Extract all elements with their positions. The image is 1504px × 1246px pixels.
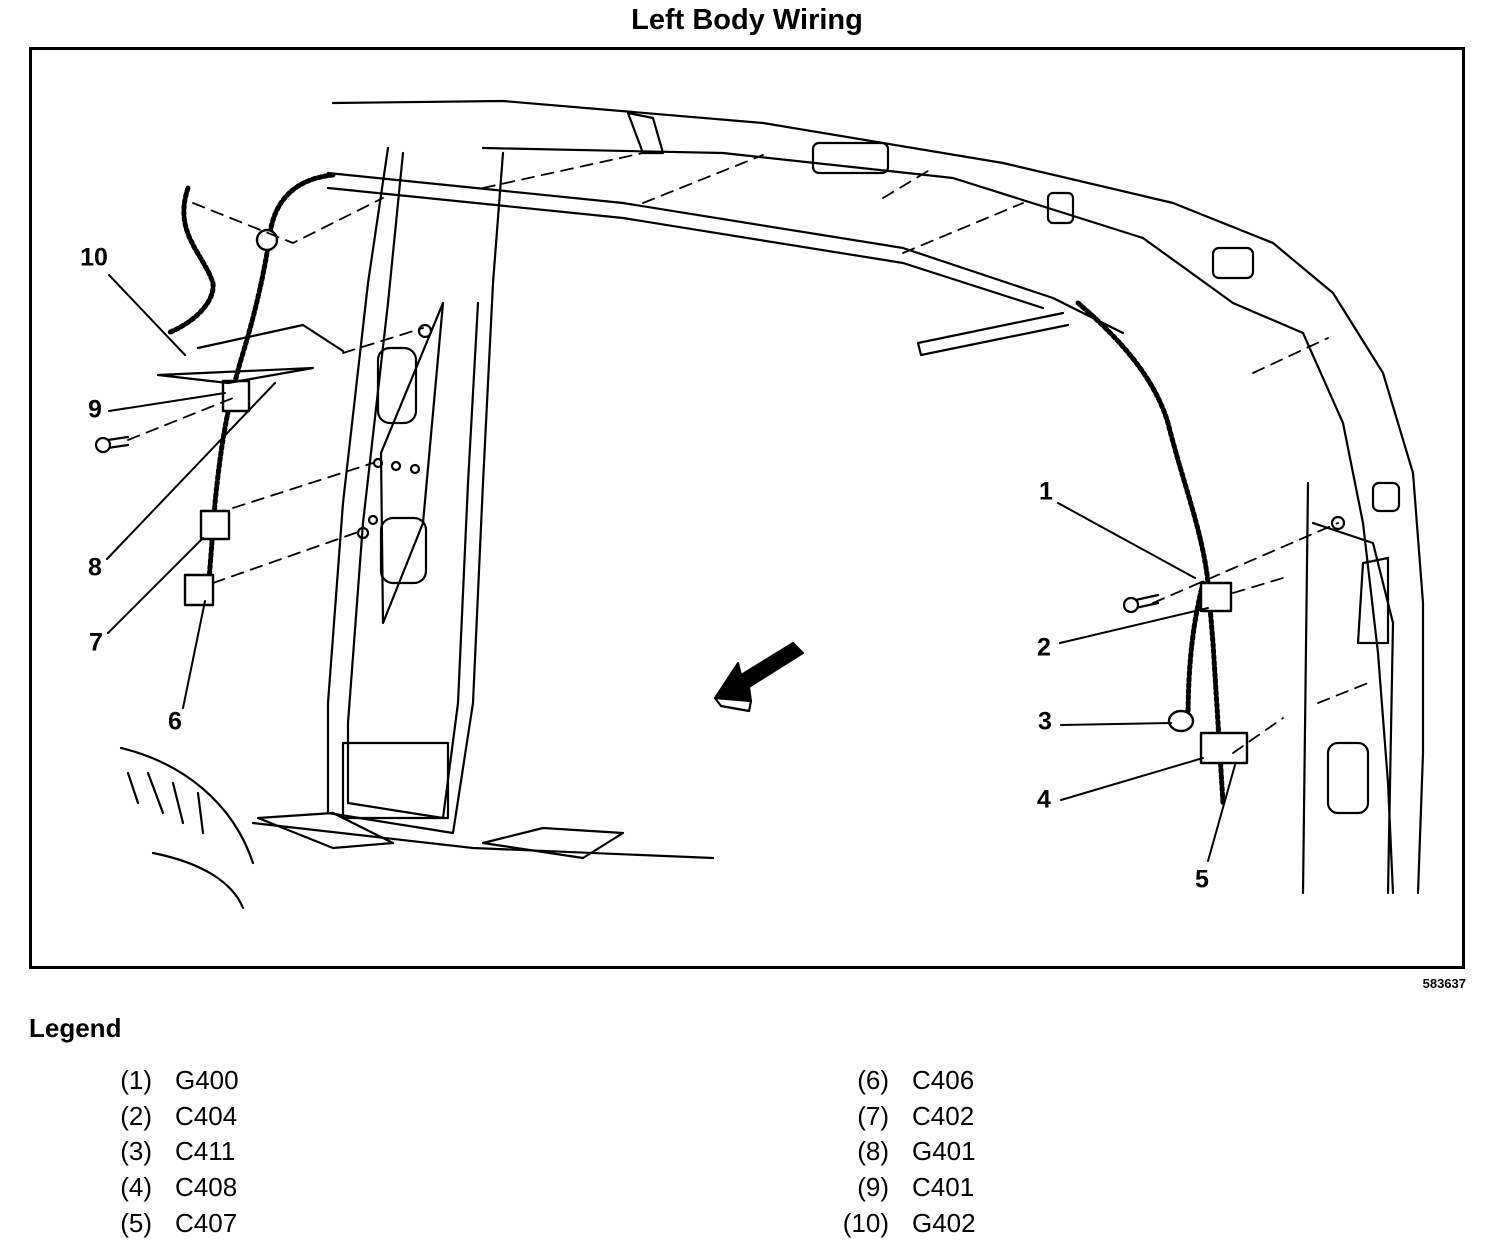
legend-item: (6) C406: [832, 1063, 976, 1099]
callout-1: 1: [1039, 477, 1053, 506]
legend-item: (10) G402: [832, 1206, 976, 1242]
figure-id: 583637: [1422, 976, 1466, 991]
legend-item-number: (8): [857, 1136, 889, 1167]
legend-item: (4) C408: [95, 1170, 239, 1206]
callout-7: 7: [89, 628, 103, 657]
rear-panel: [1301, 481, 1395, 895]
legend-item-code: C402: [912, 1100, 975, 1131]
callout-2: 2: [1037, 633, 1051, 662]
legend-item: (8) G401: [832, 1134, 976, 1170]
legend-item-number: (10): [842, 1207, 889, 1238]
b-pillar-outer: [326, 146, 505, 835]
legend-item-number: (5): [120, 1207, 152, 1238]
dome-lamp-tube: [916, 311, 1070, 357]
rear-slot: [1326, 741, 1370, 815]
pillar-slot-lower: [379, 516, 428, 585]
callout-5: 5: [1195, 865, 1209, 894]
legend-item-number: (9): [857, 1172, 889, 1203]
legend-item-code: G402: [912, 1207, 976, 1238]
legend-item-code: C401: [912, 1172, 975, 1203]
legend-item: (1) G400: [95, 1063, 239, 1099]
floor-left: [119, 746, 715, 910]
legend-item-number: (1): [120, 1065, 152, 1095]
legend-item: (2) C404: [95, 1099, 239, 1135]
callout-6: 6: [168, 707, 182, 736]
legend-item-code: C411: [175, 1136, 236, 1167]
callout-4: 4: [1037, 785, 1051, 814]
diagram-frame: [29, 47, 1465, 969]
callout-3: 3: [1038, 707, 1052, 736]
roof-rail-inner: [481, 146, 1395, 895]
legend-item-number: (2): [120, 1100, 152, 1131]
bolts: [94, 435, 1160, 614]
callout-8: 8: [88, 553, 102, 582]
legend-item: (3) C411: [95, 1134, 239, 1170]
diagram-title: Left Body Wiring: [631, 4, 863, 36]
legend-item-code: G401: [912, 1136, 976, 1167]
legend-item: (5) C407: [95, 1206, 239, 1242]
roof-header-strip: [326, 171, 1125, 335]
legend-item-code: C408: [175, 1172, 238, 1203]
left-harness: [165, 172, 336, 596]
wiring-illustration: [94, 99, 1425, 910]
legend-item-code: C407: [175, 1207, 238, 1238]
callout-10: 10: [80, 243, 108, 272]
pillar-slot: [376, 346, 418, 425]
legend-item-number: (7): [857, 1100, 889, 1131]
legend-item: (9) C401: [832, 1170, 976, 1206]
legend-item: (7) C402: [832, 1099, 976, 1135]
roof-header-strip-2: [326, 186, 1045, 310]
legend-item-code: C406: [912, 1065, 975, 1095]
legend-column-right: (6) C406 (7) C402 (8) G401 (9) C401 (10)…: [832, 1063, 976, 1241]
legend-heading: Legend: [29, 1013, 122, 1043]
roof-rail-outline: [331, 99, 1425, 895]
legend-item-number: (6): [857, 1065, 889, 1095]
mounting-lines: [127, 152, 1369, 754]
callout-9: 9: [88, 395, 102, 424]
legend-item-code: C404: [175, 1100, 238, 1131]
legend-item-code: G400: [175, 1065, 239, 1095]
b-pillar-panel: [379, 301, 445, 625]
legend-column-left: (1) G400 (2) C404 (3) C411 (4) C408 (5) …: [95, 1063, 239, 1242]
b-pillar-inner: [346, 151, 480, 820]
leader-lines: [106, 274, 1236, 862]
forward-arrow-icon: [714, 642, 804, 702]
legend-item-number: (3): [120, 1136, 152, 1167]
legend-item-number: (4): [120, 1172, 152, 1203]
pillar-base: [341, 741, 450, 820]
